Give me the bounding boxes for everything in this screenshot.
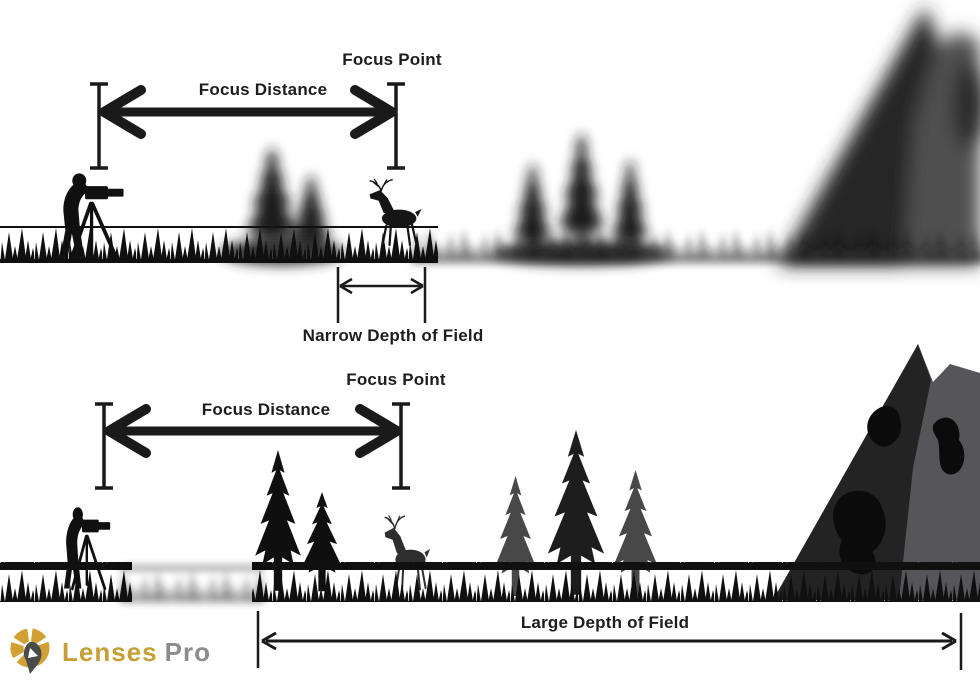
bottom-focus-distance-label: Focus Distance bbox=[201, 400, 331, 419]
top-scene-art bbox=[0, 6, 980, 266]
focus-point-bar bbox=[392, 402, 410, 490]
focus-distance-arrow bbox=[99, 85, 397, 139]
focus-point-bar bbox=[387, 82, 405, 170]
narrow-dof-markers bbox=[336, 267, 427, 323]
bottom-focus-point-label: Focus Point bbox=[346, 370, 446, 389]
blurry-grass bbox=[412, 228, 980, 263]
bottom-focus-distance-markers bbox=[95, 402, 963, 670]
grass bbox=[0, 562, 132, 602]
logo-text-secondary: Pro bbox=[164, 636, 211, 667]
bottom-scene-art bbox=[0, 344, 980, 602]
large-dof-markers bbox=[256, 611, 963, 670]
narrow-dof-label: Narrow Depth of Field bbox=[302, 326, 484, 345]
top-focus-distance-label: Focus Distance bbox=[198, 80, 328, 99]
camera-position-bar bbox=[90, 82, 108, 170]
camera-position-bar bbox=[95, 402, 113, 490]
top-focus-point-label: Focus Point bbox=[342, 50, 442, 69]
top-focus-distance-markers bbox=[90, 82, 427, 323]
aperture-logo-icon bbox=[10, 628, 50, 674]
mountain-icon bbox=[773, 344, 980, 600]
blurry-grass-patch bbox=[120, 566, 264, 602]
lensespro-logo: Lenses Pro bbox=[8, 626, 211, 678]
grass bbox=[252, 562, 980, 602]
logo-text-primary: Lenses bbox=[62, 636, 158, 667]
large-dof-label: Large Depth of Field bbox=[520, 613, 690, 632]
logo-text: Lenses Pro bbox=[62, 637, 211, 668]
focus-distance-arrow bbox=[104, 404, 402, 458]
blurry-mountain-icon bbox=[778, 6, 980, 266]
